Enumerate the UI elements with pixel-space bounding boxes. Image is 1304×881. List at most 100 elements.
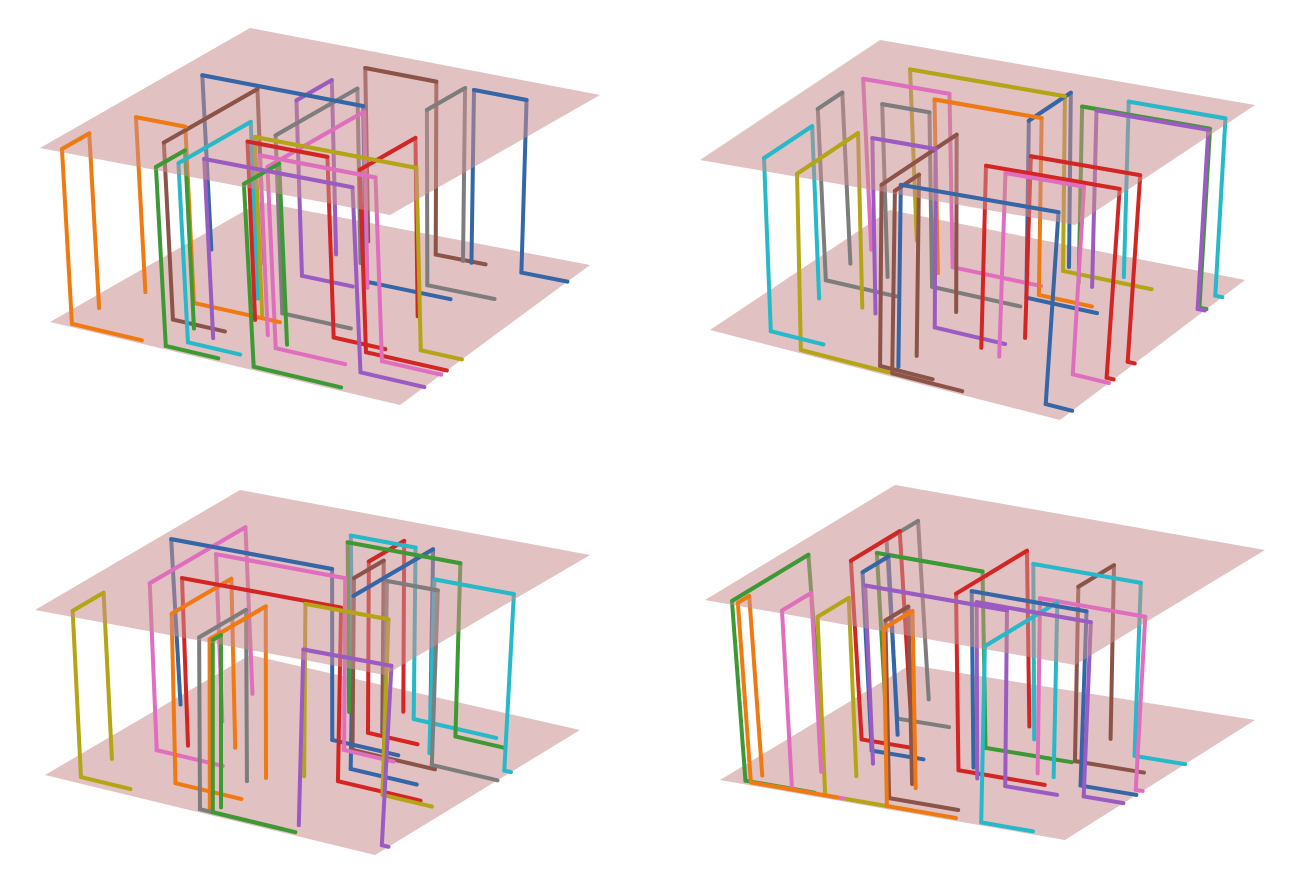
loop-trace [887, 796, 961, 813]
loop-trace [1078, 783, 1139, 797]
loop-top-segment [348, 533, 418, 550]
loop-trace [1024, 295, 1100, 316]
loop-trace [502, 768, 513, 775]
current-loop [59, 131, 102, 326]
loop-top-segment [384, 578, 440, 593]
loop-top-segment [848, 529, 902, 563]
loop-trace [1125, 359, 1137, 366]
loop-top-segment [780, 590, 814, 613]
loop-top-segment [363, 66, 439, 84]
loop-top-segment [252, 134, 419, 170]
loop-top-segment [860, 554, 891, 575]
loop-top-segment [815, 595, 851, 619]
loop-top-segment [1028, 154, 1143, 178]
loop-top-segment [345, 540, 463, 566]
loop-trace [884, 804, 958, 820]
loop-top-segment [1003, 171, 1087, 189]
loop-trace [280, 311, 353, 331]
loop-top-segment [879, 132, 959, 187]
panel-bottom-right [652, 440, 1304, 880]
loop-trace [890, 371, 965, 394]
loop-top-segment [176, 119, 253, 166]
loop-top-segment [301, 647, 394, 668]
loop-trace [1043, 402, 1075, 413]
loop-top-segment [863, 583, 1009, 613]
loop-trace [768, 329, 826, 347]
panel-top-right [652, 0, 1304, 440]
loop-trace [956, 768, 1047, 787]
loop-top-segment [200, 73, 366, 109]
loop-trace [798, 347, 891, 375]
loop-top-segment [1031, 561, 1143, 585]
loop-top-segment [974, 600, 1093, 625]
loop-trace [895, 716, 951, 730]
loop-top-segment [207, 604, 268, 642]
loop-top-segment [881, 609, 915, 631]
loop-top-segment [180, 576, 344, 610]
loop-trace [519, 270, 570, 284]
loop-trace [425, 283, 497, 302]
loop-trace [878, 363, 935, 382]
loop-top-segment [892, 172, 922, 193]
bottom-plane [710, 210, 1245, 420]
loop-top-segment [432, 577, 516, 597]
panel-bottom-left [0, 440, 652, 880]
loop-top-segment [202, 156, 355, 190]
loop-trace [163, 343, 221, 361]
loop-trace [932, 325, 1008, 347]
loop-top-segment [874, 550, 985, 574]
loop-trace [380, 792, 434, 809]
loop-trace [379, 843, 391, 849]
loop-top-segment [954, 548, 1029, 596]
loop-top-segment [59, 131, 92, 151]
top-plane [35, 490, 590, 675]
loop-top-segment [213, 552, 348, 581]
panel-top-left-diagram [40, 28, 600, 405]
loop-top-segment [1126, 99, 1228, 121]
loop-trace [1070, 372, 1111, 386]
loop-trace [1104, 375, 1116, 382]
loop-top-segment [982, 600, 1060, 649]
loop-trace [429, 762, 500, 783]
loop-trace [335, 779, 423, 803]
loop-top-segment [265, 109, 367, 169]
loop-top-segment [969, 589, 1089, 614]
bottom-plane [50, 202, 590, 405]
loop-top-segment [210, 633, 223, 642]
loop-top-segment [294, 78, 334, 103]
loop-trace [210, 810, 298, 835]
loop-trace [185, 340, 243, 357]
loop-trace [433, 252, 488, 267]
loop-trace [78, 775, 133, 792]
loop-trace [365, 730, 420, 747]
loop-trace [748, 780, 840, 800]
panel-bottom-right-diagram [705, 485, 1265, 840]
loop-trace [69, 321, 144, 343]
loop-top-segment [880, 102, 932, 115]
loop-trace [930, 284, 1023, 309]
loop-top-segment [735, 593, 752, 605]
loop-trace [273, 346, 348, 367]
loop-top-segment [351, 558, 386, 581]
loop-trace [1195, 306, 1207, 313]
loop-top-segment [424, 86, 468, 112]
loop-top-segment [133, 115, 188, 129]
loop-trace [1003, 784, 1059, 797]
loop-top-segment [161, 87, 260, 145]
loop-trace [1132, 753, 1188, 767]
loop-top-segment [303, 601, 391, 622]
loop-top-segment [815, 90, 845, 111]
loop-top-segment [273, 86, 360, 138]
loop-top-segment [983, 163, 1122, 191]
loop-top-segment [883, 604, 911, 623]
loop-top-segment [169, 537, 335, 571]
loop-top-segment [1094, 108, 1211, 132]
loop-top-segment [795, 131, 861, 176]
loop-top-segment [471, 87, 529, 102]
loop-trace [1036, 292, 1094, 309]
bottom-plane [45, 655, 580, 855]
loop-trace [418, 348, 464, 362]
loop-trace [299, 273, 355, 289]
panel-top-right-diagram [700, 40, 1255, 420]
